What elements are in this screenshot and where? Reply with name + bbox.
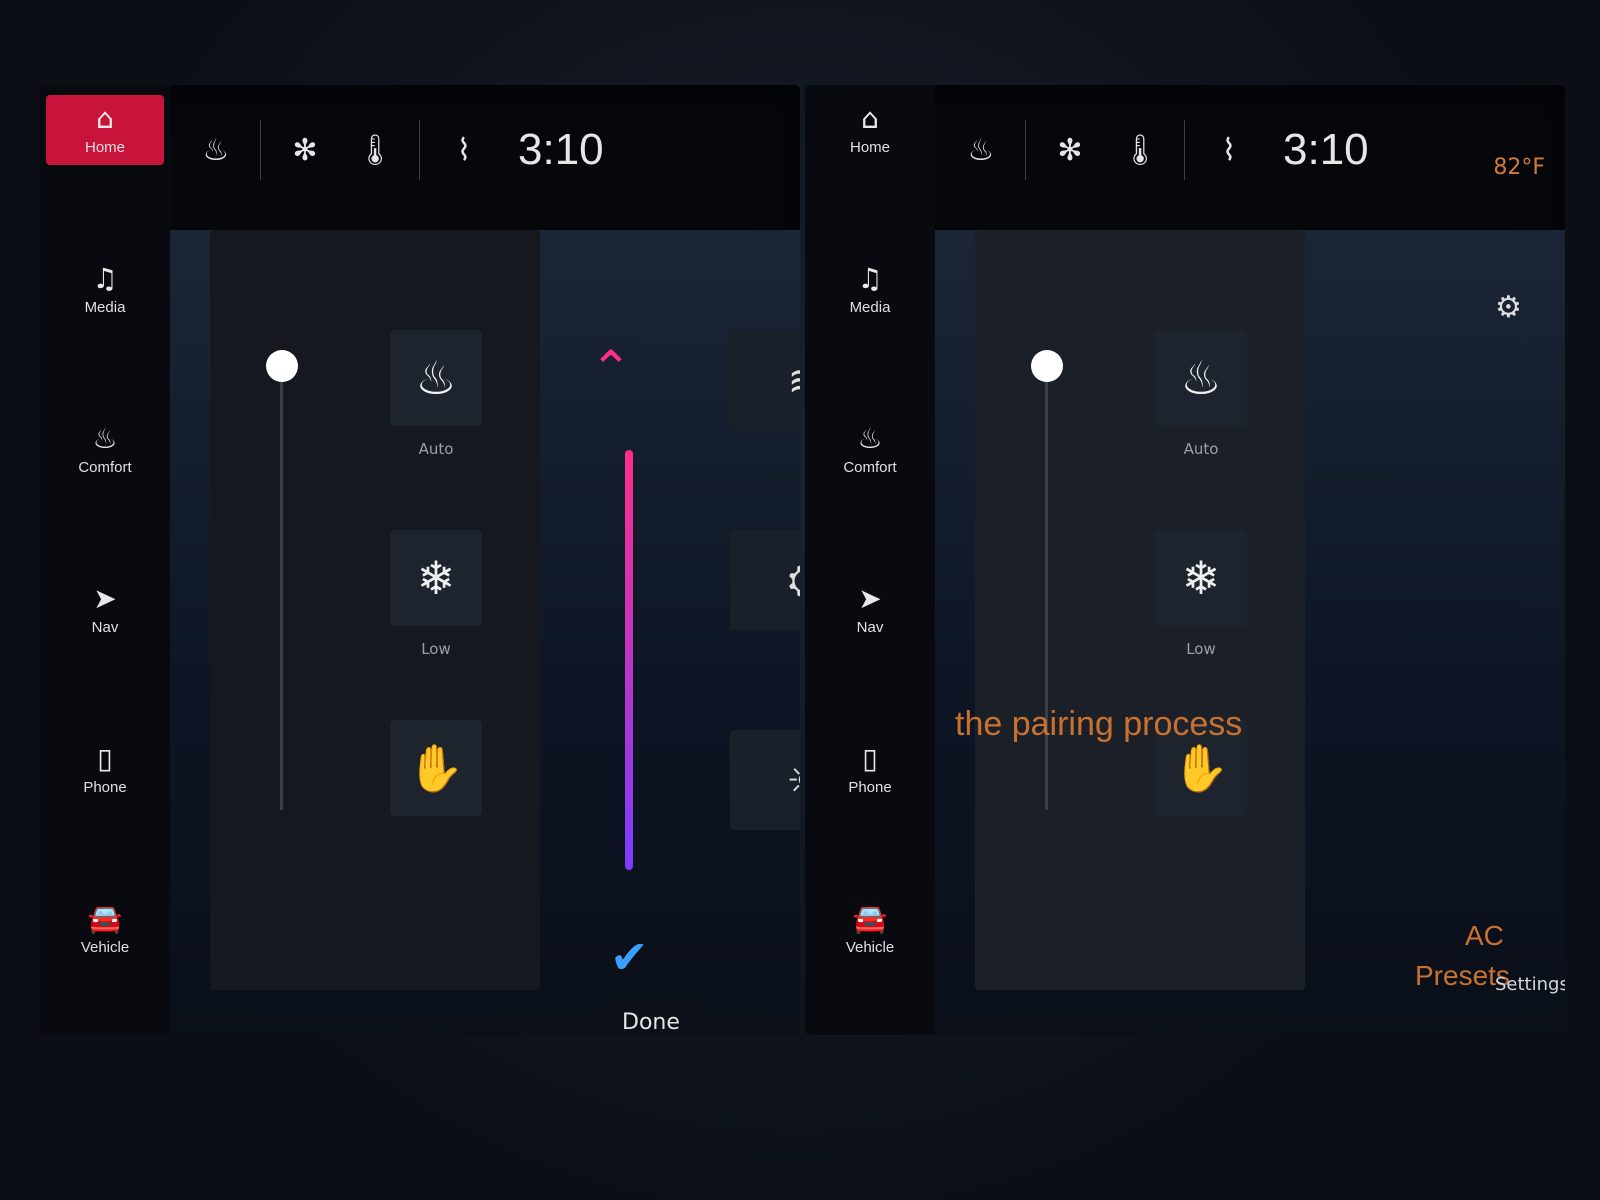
temperature-icon[interactable]: 🌡: [355, 132, 395, 168]
sidebar-item-label: Vehicle: [845, 938, 895, 956]
presets-label: Presets: [1415, 960, 1510, 991]
sidebar-item-media[interactable]: ♫ Media: [46, 255, 164, 325]
status-bar: ♨ ✻ 🌡 ⌇ 3:10: [170, 95, 800, 205]
status-bar: ♨ ✻ 🌡 ⌇ 3:10 82°F: [935, 95, 1565, 205]
divider: [419, 120, 420, 180]
check-icon[interactable]: ✔: [610, 930, 649, 984]
sidebar-item-label: Vehicle: [80, 938, 130, 956]
sidebar-item-label: Home: [84, 138, 125, 156]
seat-massage-button[interactable]: ✋: [1155, 720, 1247, 816]
sidebar-item-vehicle[interactable]: 🚘 Vehicle: [811, 895, 929, 965]
sidebar: ⌂ Home ♫ Media ♨ Comfort ➤ Nav ▯ Phone 🚘: [805, 85, 935, 1035]
sidebar-item-label: Nav: [91, 618, 119, 636]
fan-icon[interactable]: ✻: [1057, 132, 1083, 168]
divider: [1184, 120, 1185, 180]
car-icon: 🚘: [87, 901, 123, 935]
sidebar-item-label: Media: [84, 298, 126, 316]
sidebar-item-phone[interactable]: ▯ Phone: [811, 735, 929, 805]
sidebar-item-media[interactable]: ♫ Media: [811, 255, 929, 325]
sidebar-item-phone[interactable]: ▯ Phone: [46, 735, 164, 805]
seat-cool-button[interactable]: ❄: [1155, 530, 1247, 626]
seat-label: Auto: [1183, 440, 1219, 458]
seat-button[interactable]: ⛭: [730, 530, 800, 630]
sidebar-item-comfort[interactable]: ♨ Comfort: [811, 415, 929, 485]
sidebar-item-label: Media: [849, 298, 891, 316]
comfort-icon: ♨: [92, 421, 118, 455]
slider-track: [280, 370, 283, 810]
fan-icon[interactable]: ✻: [292, 132, 318, 168]
clock: 3:10: [1283, 125, 1369, 174]
slider-track: [1045, 370, 1048, 810]
sidebar-item-nav[interactable]: ➤ Nav: [811, 575, 929, 645]
temperature-readout: 82°F: [1493, 155, 1545, 180]
climate-content: ♨ Auto ❄ Low ✋ the pairing process ⚙ AC …: [935, 230, 1565, 1035]
sidebar-item-label: Home: [849, 138, 890, 156]
home-icon: ⌂: [96, 101, 114, 135]
seat-cool-button[interactable]: ❄: [390, 530, 482, 626]
climate-content: ♨ Auto ❄ Low ✋ ⌃ ✔ Done ≋ ⛭ ☀: [170, 230, 800, 1035]
sidebar-item-label: Comfort: [843, 458, 897, 476]
seat-massage-button[interactable]: ✋: [390, 720, 482, 816]
settings-label[interactable]: Settings: [1495, 974, 1565, 995]
home-icon: ⌂: [861, 101, 879, 135]
temperature-icon[interactable]: 🌡: [1120, 132, 1160, 168]
seat-heat-icon[interactable]: ♨: [202, 132, 230, 168]
seat-label: Low: [1186, 640, 1216, 658]
nav-icon: ➤: [93, 581, 117, 615]
seat-heat-button[interactable]: ♨: [1155, 330, 1247, 426]
phone-icon: ▯: [97, 741, 113, 775]
sidebar-item-comfort[interactable]: ♨ Comfort: [46, 415, 164, 485]
defrost-icon[interactable]: ⌇: [1221, 132, 1237, 168]
fan-button[interactable]: ≋: [730, 330, 800, 430]
sidebar-item-label: Phone: [848, 778, 892, 796]
music-icon: ♫: [92, 261, 118, 295]
divider: [260, 120, 261, 180]
chevron-up-icon[interactable]: ⌃: [590, 340, 632, 398]
sidebar-item-nav[interactable]: ➤ Nav: [46, 575, 164, 645]
level-bar: [625, 450, 633, 870]
sidebar-item-label: Comfort: [78, 458, 132, 476]
sidebar-item-home[interactable]: ⌂ Home: [46, 95, 164, 165]
seat-label: Auto: [418, 440, 454, 458]
sidebar-item-home[interactable]: ⌂ Home: [811, 95, 929, 165]
seat-label: Low: [421, 640, 451, 658]
clock: 3:10: [518, 125, 604, 174]
seat-controls: ♨ Auto ❄ Low ✋: [975, 230, 1305, 990]
sidebar: ⌂ Home ♫ Media ♨ Comfort ➤ Nav ▯ Phone 🚘: [40, 85, 170, 1035]
done-button[interactable]: Done: [600, 1000, 702, 1035]
slider-handle[interactable]: [266, 350, 298, 382]
comfort-icon: ♨: [857, 421, 883, 455]
slider-handle[interactable]: [1031, 350, 1063, 382]
music-icon: ♫: [857, 261, 883, 295]
steering-heat-button[interactable]: ☀: [730, 730, 800, 830]
car-icon: 🚘: [852, 901, 888, 935]
right-display: ⌂ Home ♫ Media ♨ Comfort ➤ Nav ▯ Phone 🚘: [805, 85, 1565, 1035]
ac-label: AC: [1465, 920, 1504, 951]
settings-icon[interactable]: ⚙: [1495, 290, 1522, 325]
pairing-message: the pairing process: [955, 705, 1243, 743]
sidebar-item-label: Phone: [83, 778, 127, 796]
sidebar-item-vehicle[interactable]: 🚘 Vehicle: [46, 895, 164, 965]
seat-heat-icon[interactable]: ♨: [967, 132, 995, 168]
nav-icon: ➤: [858, 581, 882, 615]
defrost-icon[interactable]: ⌇: [456, 132, 472, 168]
seat-controls: ♨ Auto ❄ Low ✋: [210, 230, 540, 990]
sidebar-item-label: Nav: [856, 618, 884, 636]
divider: [1025, 120, 1026, 180]
phone-icon: ▯: [862, 741, 878, 775]
seat-heat-button[interactable]: ♨: [390, 330, 482, 426]
left-display: ⌂ Home ♫ Media ♨ Comfort ➤ Nav ▯ Phone 🚘: [40, 85, 800, 1035]
